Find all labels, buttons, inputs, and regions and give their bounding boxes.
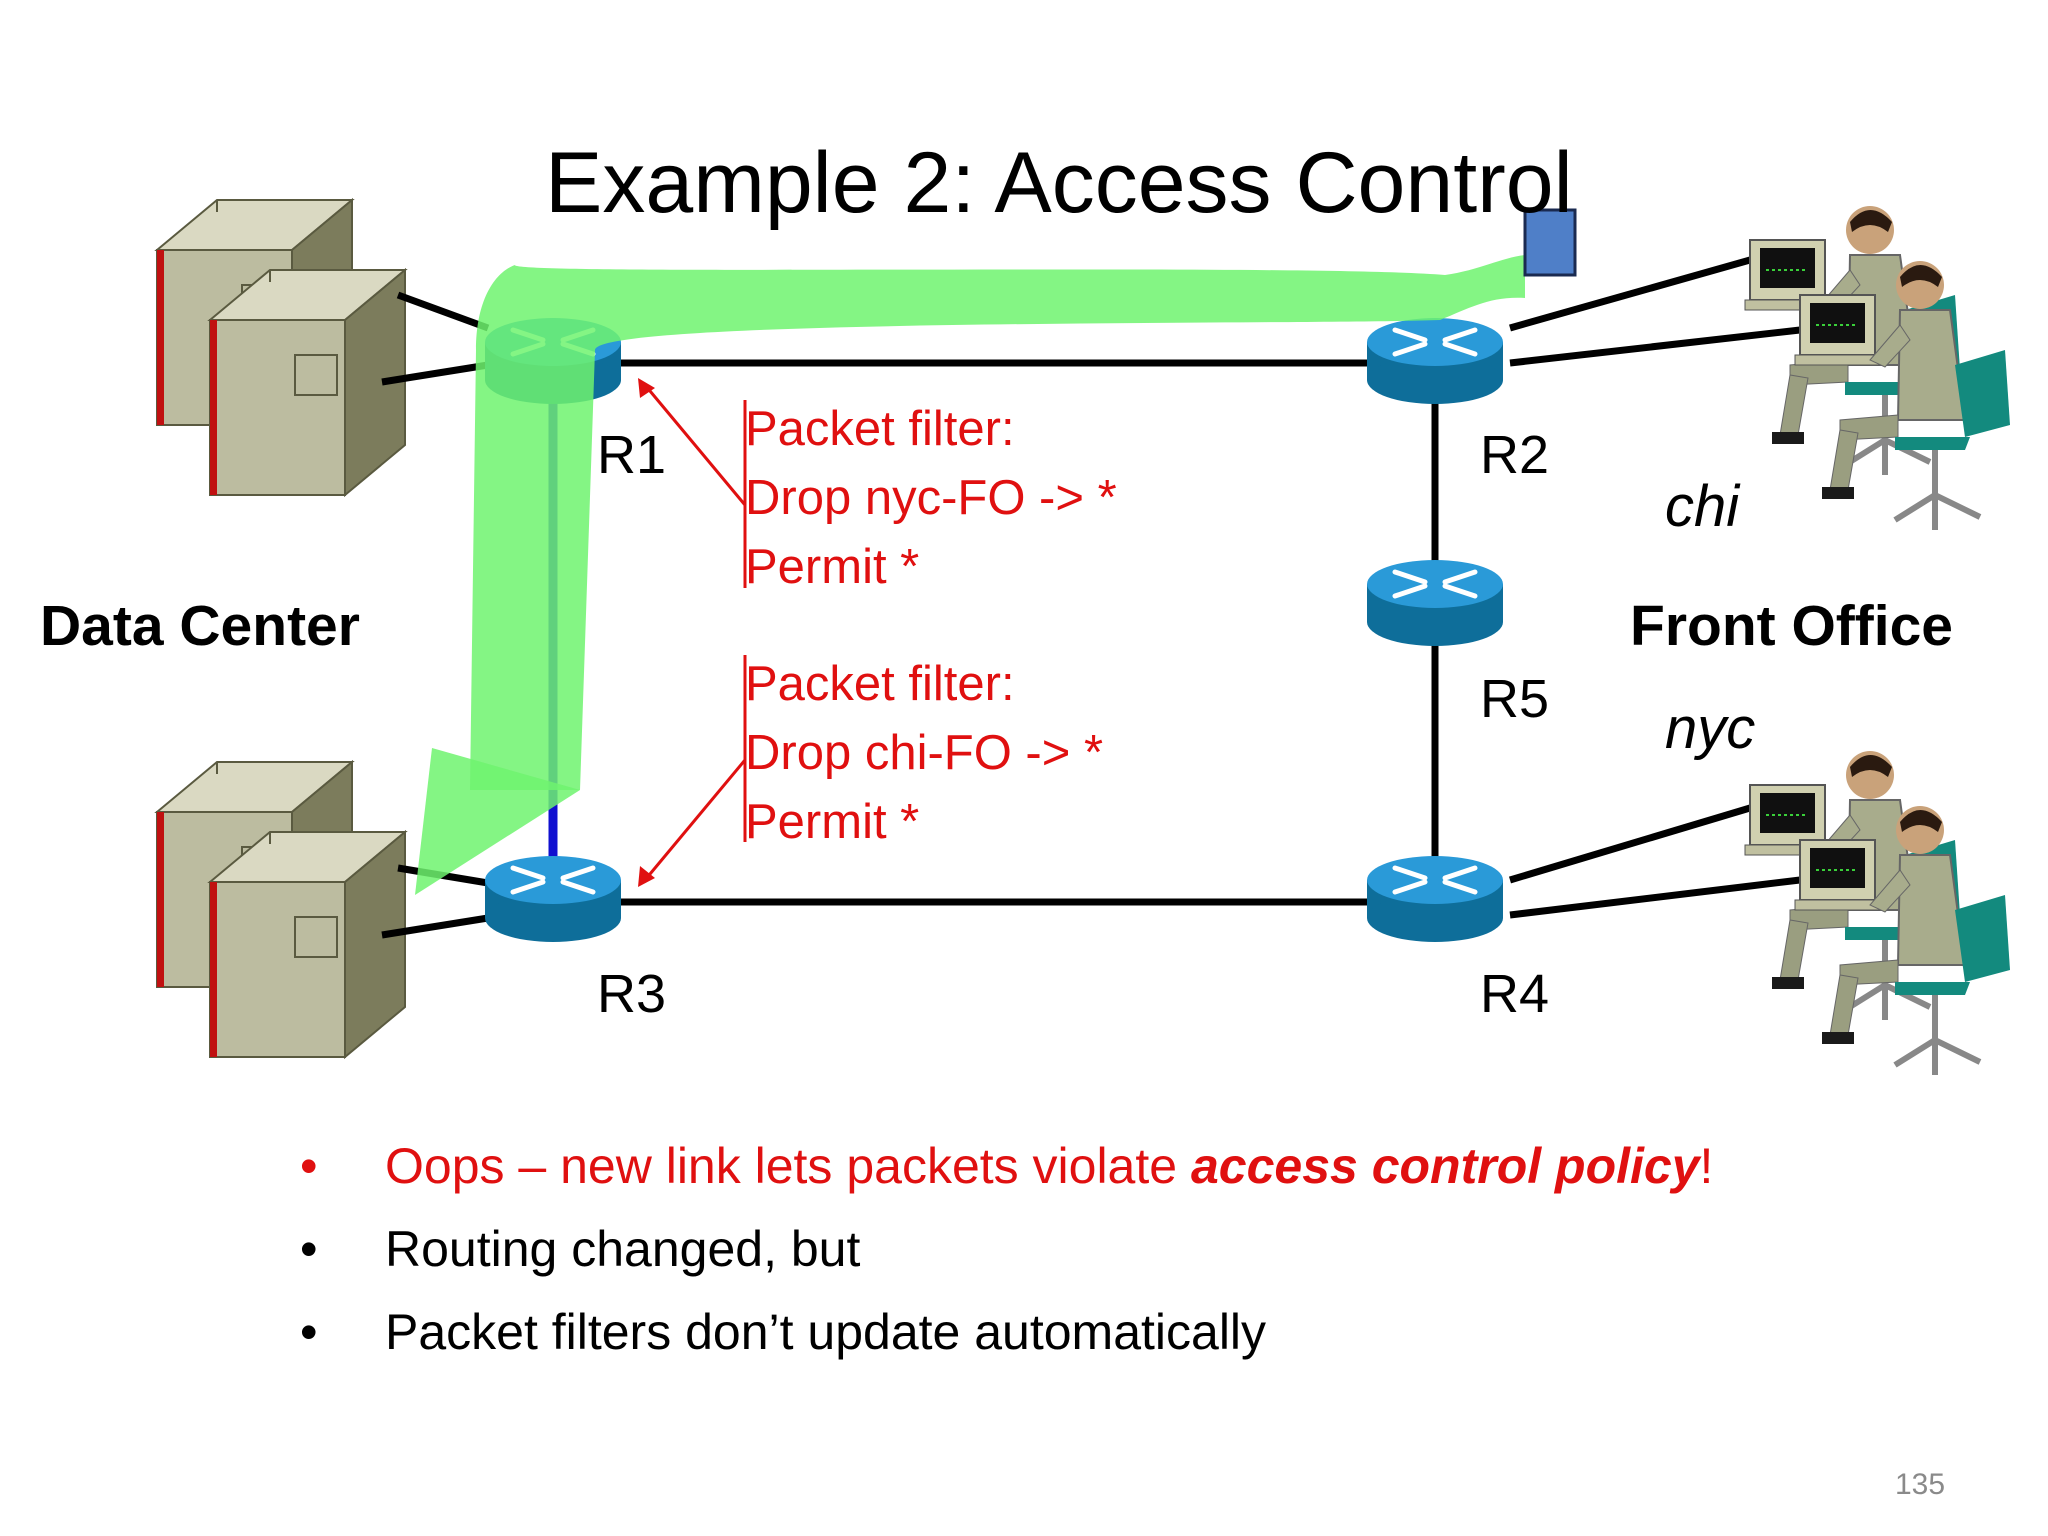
filter-r1: Packet filter: Drop nyc-FO -> * Permit * xyxy=(745,395,1117,602)
packet-path-arrow xyxy=(415,255,1525,895)
filter-brackets xyxy=(643,384,747,881)
page-number: 135 xyxy=(1895,1468,1946,1501)
slide-title: Example 2: Access Control xyxy=(545,135,1573,231)
nyc-label: nyc xyxy=(1665,696,1756,761)
core-links xyxy=(553,359,1439,906)
router-r2-label: R2 xyxy=(1480,425,1550,485)
nyc-worker-front xyxy=(1795,806,2010,1075)
chi-worker-front xyxy=(1795,261,2010,530)
filter-r1-arrowhead xyxy=(638,378,655,398)
filter-r1-line-3: Permit * xyxy=(745,540,920,594)
packet-icon xyxy=(1523,208,1577,277)
router-r4-icon xyxy=(1367,856,1503,942)
data-center-server-bottom-front xyxy=(209,831,406,1058)
bullet-text-2: Routing changed, but xyxy=(385,1221,861,1277)
router-r5-label: R5 xyxy=(1480,669,1550,729)
bullet-1-lead: Oops – new link lets packets violate xyxy=(385,1138,1191,1194)
filter-r3-line-1: Packet filter: xyxy=(745,657,1015,711)
router-r1-label: R1 xyxy=(597,425,667,485)
router-r5-icon xyxy=(1367,560,1503,646)
router-r3-label: R3 xyxy=(597,964,667,1024)
filter-r3: Packet filter: Drop chi-FO -> * Permit * xyxy=(745,650,1103,857)
bullet-dot-3: • xyxy=(300,1304,318,1360)
bullet-text-3: Packet filters don’t update automaticall… xyxy=(385,1304,1267,1360)
bullet-text-1: Oops – new link lets packets violate acc… xyxy=(385,1136,1713,1196)
router-r4-label: R4 xyxy=(1480,964,1550,1024)
filter-r1-line-2: Drop nyc-FO -> * xyxy=(745,471,1117,525)
front-office-label: Front Office xyxy=(1630,594,1953,658)
chi-label: chi xyxy=(1665,474,1740,539)
bullet-1-tail: ! xyxy=(1699,1138,1714,1194)
office-links xyxy=(1508,256,1801,919)
filter-r3-arrowhead xyxy=(638,866,655,887)
bullet-1-emphasis: access control policy xyxy=(1190,1138,1700,1194)
bullet-dot-1: • xyxy=(300,1138,318,1194)
router-r2-icon xyxy=(1367,318,1503,404)
data-center-label: Data Center xyxy=(40,594,360,658)
filter-r3-line-3: Permit * xyxy=(745,795,920,849)
filter-r1-line-1: Packet filter: xyxy=(745,402,1015,456)
data-center-server-top-front xyxy=(209,269,406,496)
bullet-dot-2: • xyxy=(300,1221,318,1277)
filter-r3-line-2: Drop chi-FO -> * xyxy=(745,726,1104,780)
router-r3-icon xyxy=(485,856,621,942)
